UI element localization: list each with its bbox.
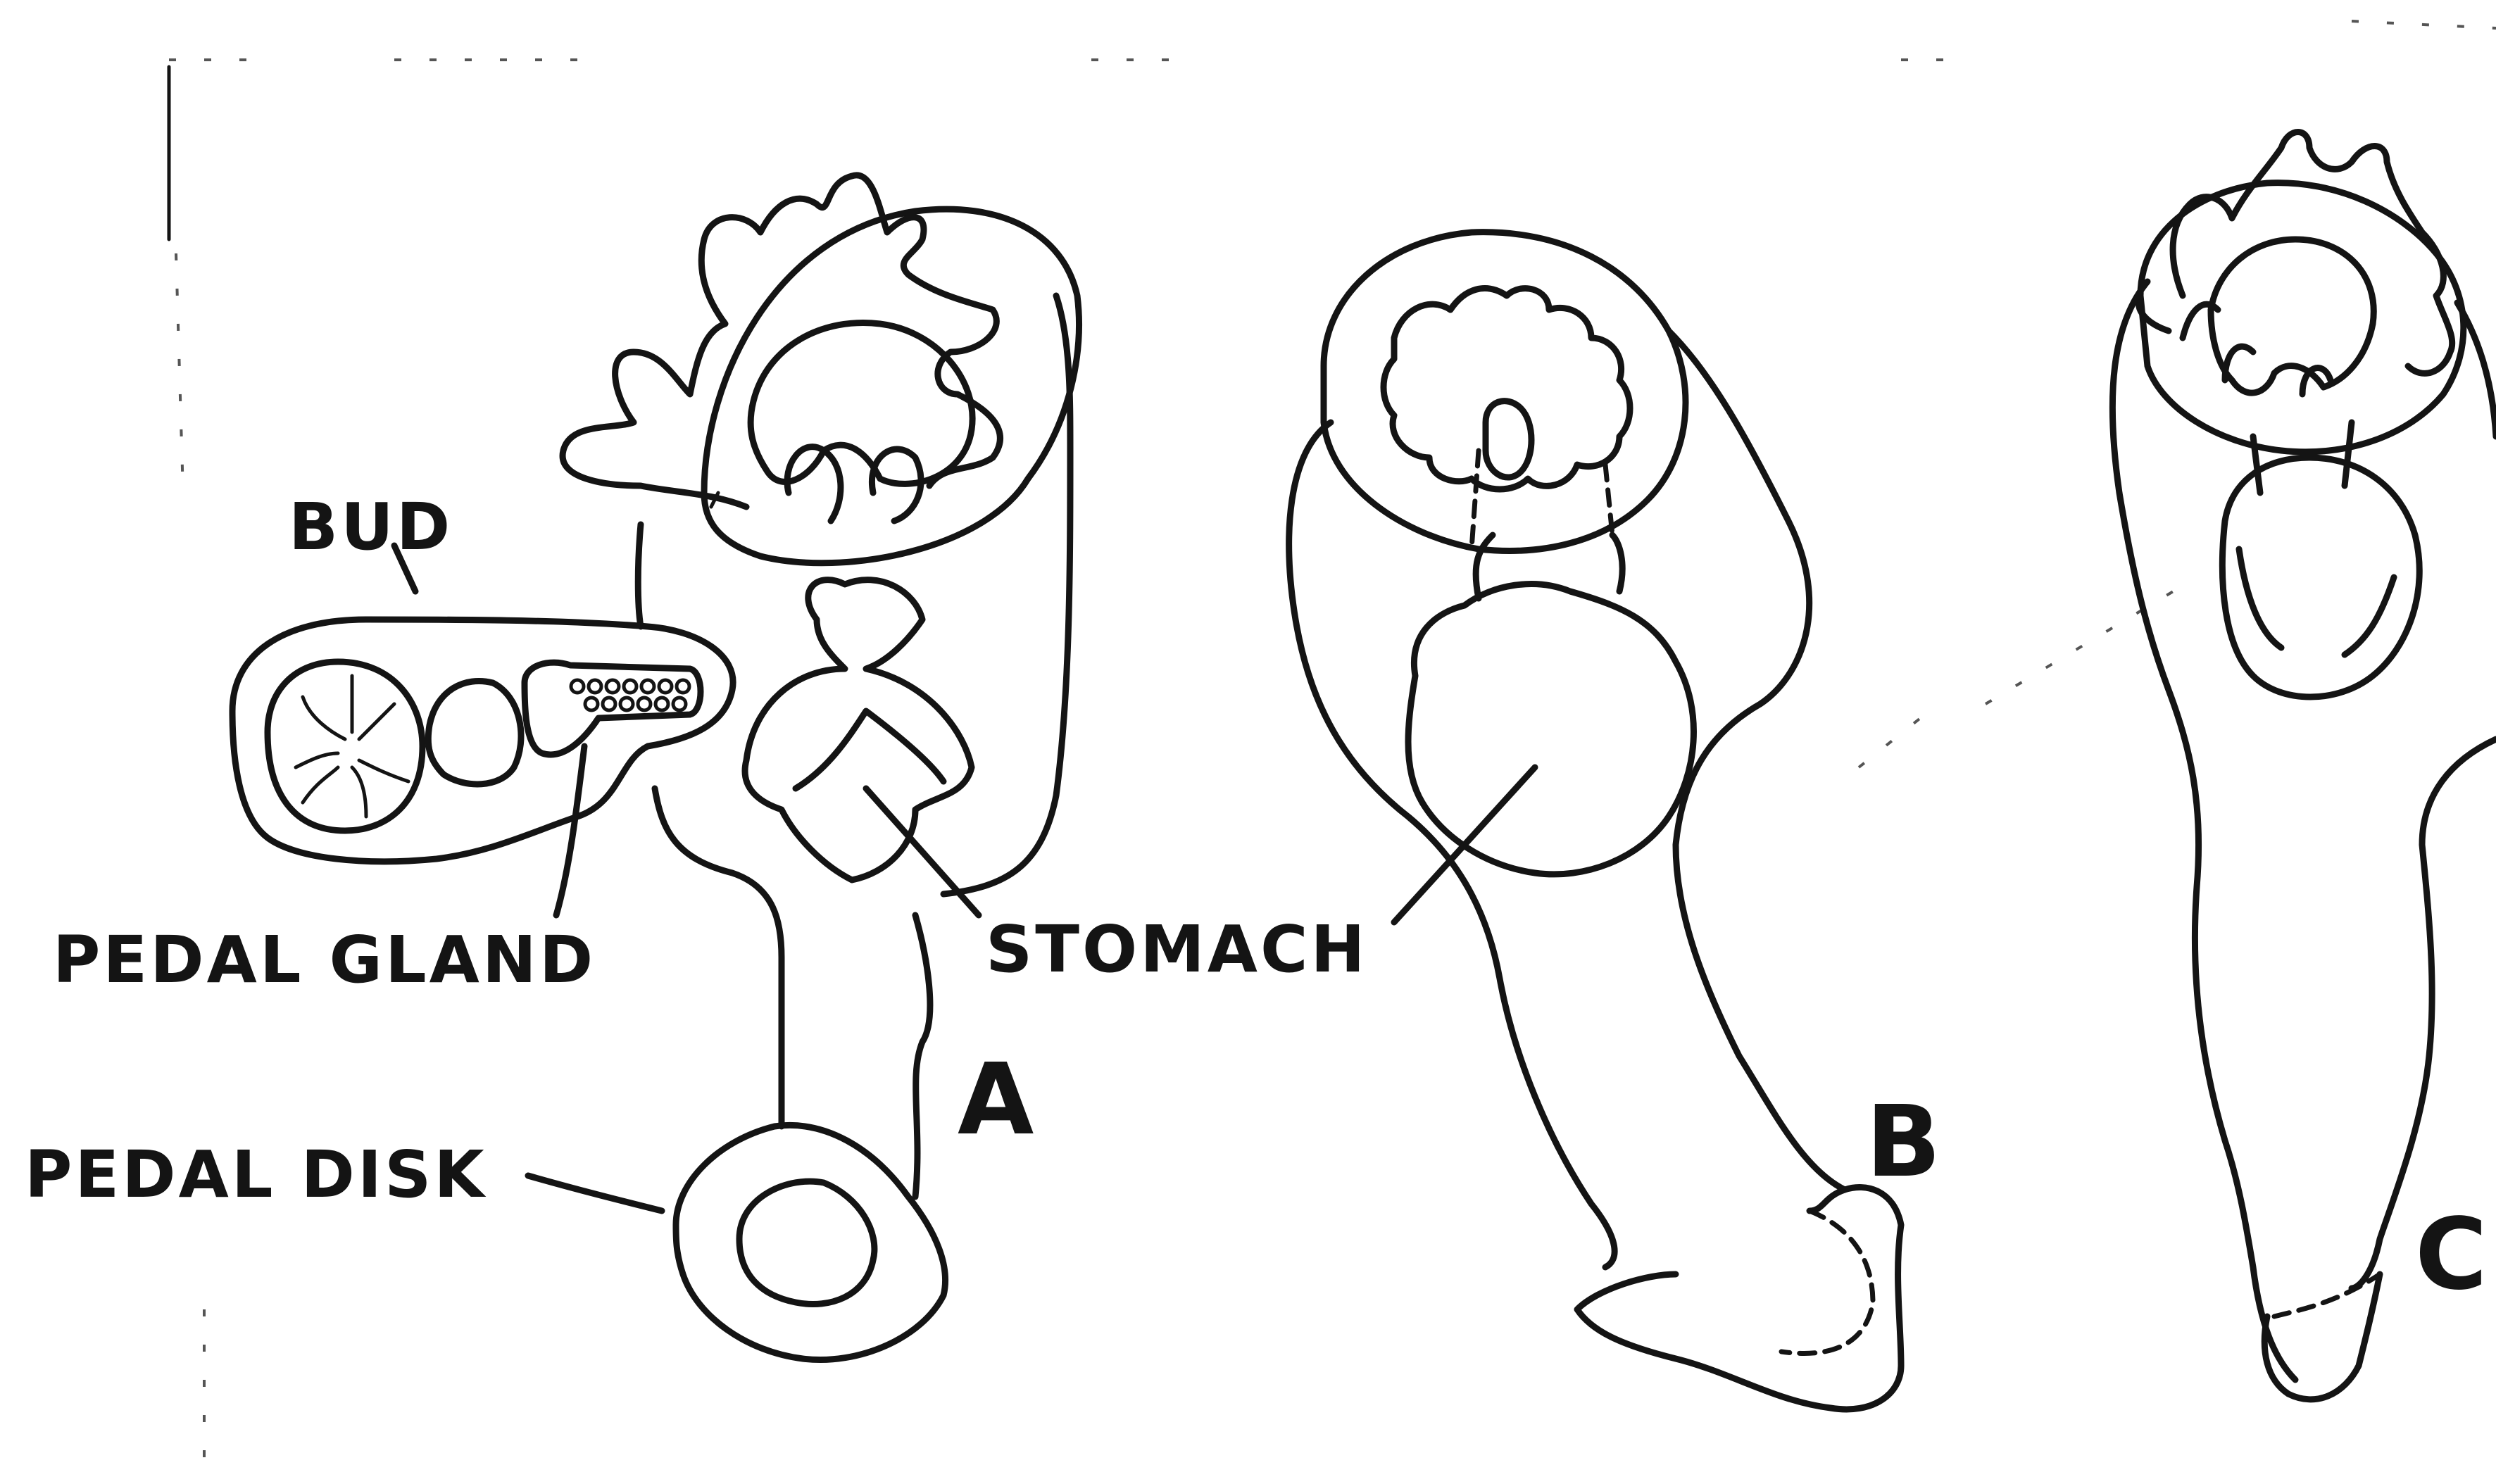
mouth-ring-a	[751, 322, 972, 484]
foot-c	[2264, 1274, 2380, 1400]
pedal-gland-cells	[571, 680, 689, 710]
tentacle-ring-b	[1384, 289, 1630, 489]
pedal-disk-a	[676, 1125, 946, 1359]
stomach-b	[1408, 584, 1693, 874]
label-panel-b: B	[1866, 1085, 1941, 1200]
pedal-disk-leader	[528, 1176, 662, 1211]
labels: BUD PEDAL GLAND STOMACH PEDAL DISK A B C	[25, 489, 2488, 1312]
stomach-c	[2222, 458, 2419, 697]
label-stomach: STOMACH	[986, 912, 1368, 987]
oral-disk-b	[1324, 232, 1686, 551]
pedal-gland-leader	[556, 746, 584, 915]
label-panel-c: C	[2415, 1197, 2488, 1312]
foot-b	[1577, 1188, 1901, 1409]
stomach-a	[745, 580, 972, 880]
hydra-b	[1289, 232, 1901, 1409]
label-bud: BUD	[289, 489, 453, 565]
tentacle-crown-a	[563, 175, 1000, 507]
label-panel-a: A	[958, 1043, 1034, 1157]
label-pedal-disk: PEDAL DISK	[25, 1137, 487, 1212]
label-pedal-gland: PEDAL GLAND	[53, 922, 596, 998]
body-b	[1289, 331, 1845, 1267]
